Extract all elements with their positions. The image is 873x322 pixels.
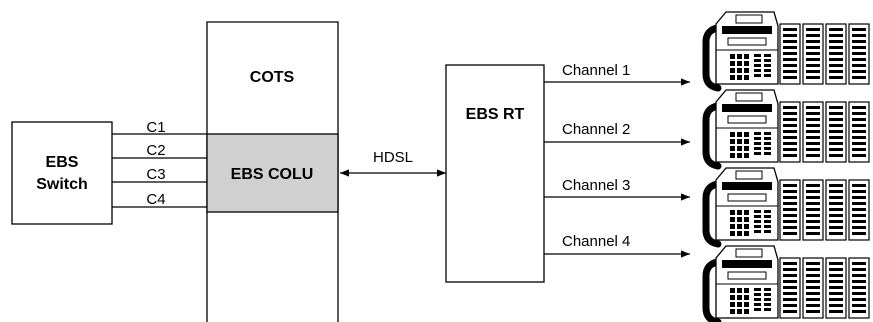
- channel-3-label: Channel 3: [562, 177, 630, 194]
- telephone-keyset-icon: [706, 90, 869, 166]
- telephone-keyset-icon: [706, 246, 869, 322]
- channel-4-label: Channel 4: [562, 233, 630, 250]
- hdsl-label: HDSL: [373, 149, 413, 166]
- link-label-c3: C3: [146, 166, 165, 183]
- link-label-c2: C2: [146, 142, 165, 159]
- cots-label: COTS: [250, 69, 295, 86]
- telephone-keyset-icon: [706, 12, 869, 88]
- ebs-switch-box: [11, 121, 113, 225]
- ebs-switch-label-line1: EBS: [46, 154, 79, 171]
- link-label-c1: C1: [146, 119, 165, 136]
- ebs-colu-label: EBS COLU: [231, 166, 314, 183]
- ebs-rt-label: EBS RT: [466, 106, 525, 123]
- ebs-colu-box: [206, 133, 339, 213]
- link-label-c4: C4: [146, 191, 165, 208]
- ebs-switch-label-line2: Switch: [36, 176, 88, 193]
- telephone-keyset-icon: [706, 168, 869, 244]
- channel-1-label: Channel 1: [562, 62, 630, 79]
- ebs-rt-box: [445, 64, 545, 283]
- channel-2-label: Channel 2: [562, 121, 630, 138]
